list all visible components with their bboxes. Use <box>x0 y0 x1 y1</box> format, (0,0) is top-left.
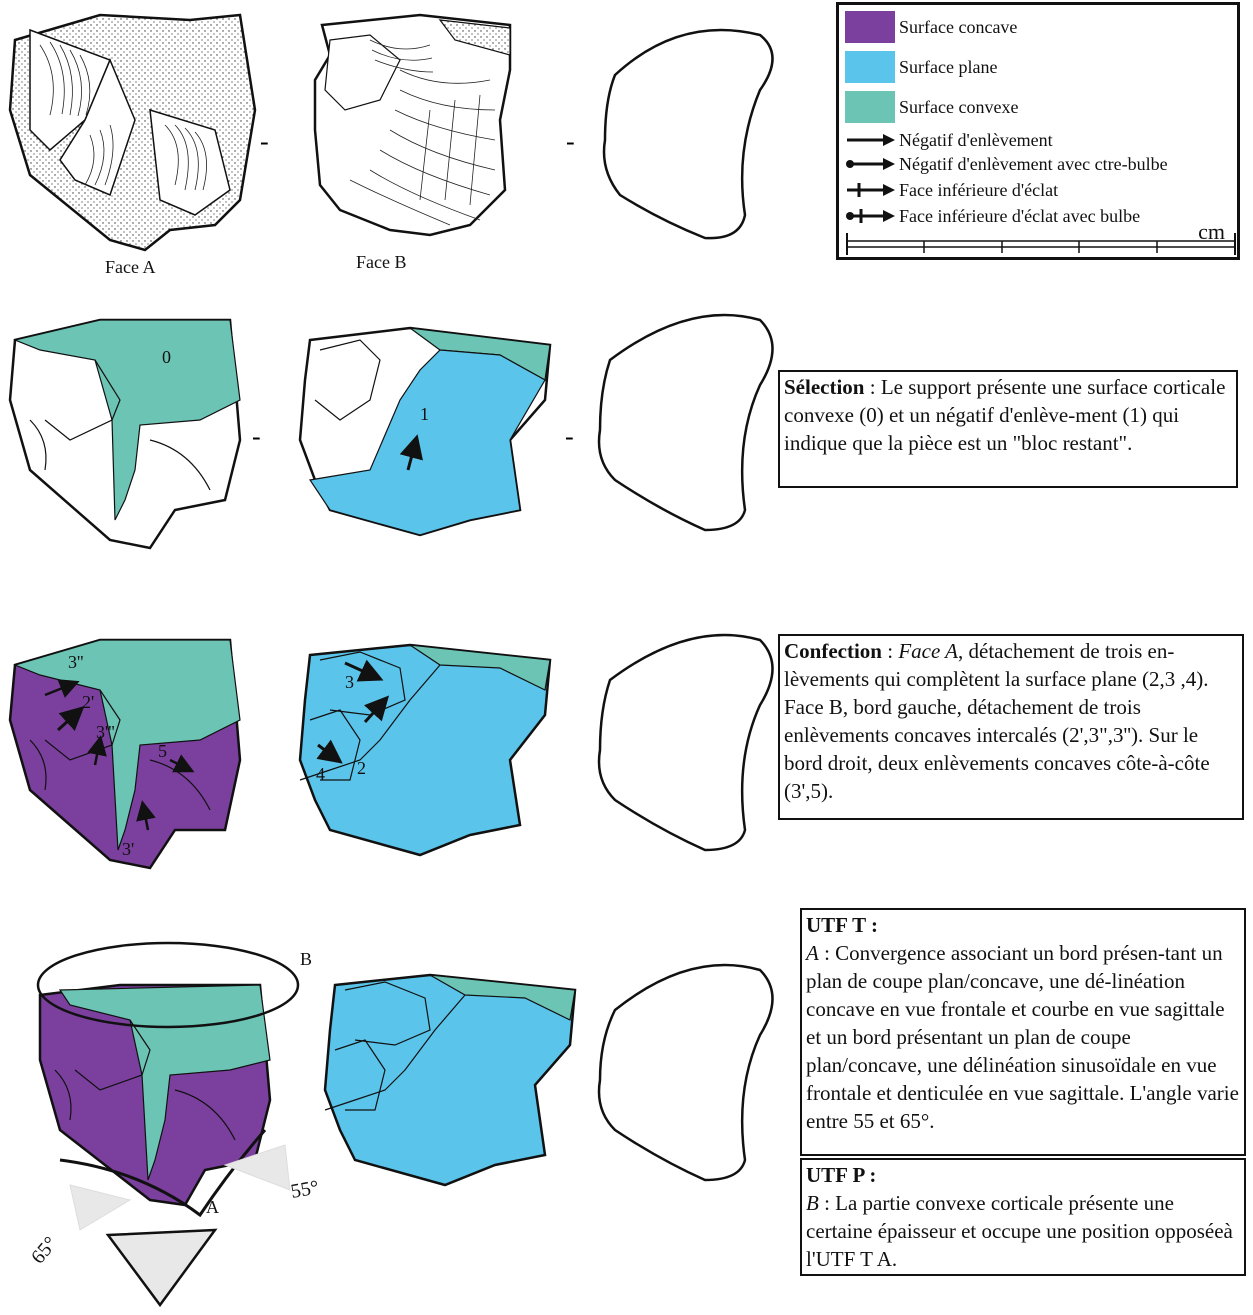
utf-t-title: UTF T : <box>806 913 878 937</box>
label-a: A <box>206 1197 219 1217</box>
legend-arrow-row: Face inférieure d'éclat avec bulbe <box>845 205 1140 227</box>
selection-box: Sélection : Le support présente une surf… <box>778 370 1238 488</box>
row3-face-b <box>298 643 552 857</box>
row1-face-a <box>8 13 257 252</box>
legend-arrow-row: Face inférieure d'éclat <box>845 179 1058 201</box>
utf-p-title: UTF P : <box>806 1163 877 1187</box>
label-1: 1 <box>420 404 429 424</box>
confection-sep: : <box>882 639 899 663</box>
utf-t-italic: A <box>806 941 819 965</box>
arrow-cross-icon <box>847 183 895 197</box>
row4-section-profile <box>597 963 774 1182</box>
selection-title: Sélection <box>784 375 865 399</box>
utf-p-text: : La partie convexe corticale présente u… <box>806 1191 1233 1271</box>
arrow-dot-cross-icon <box>846 209 895 223</box>
legend-arrow-label: Face inférieure d'éclat avec bulbe <box>899 205 1141 226</box>
separator: - <box>260 127 269 156</box>
label-5: 5 <box>158 741 167 761</box>
row1-face-b <box>313 13 512 237</box>
confection-text: , détachement de trois en-lèvements qui … <box>784 639 1210 803</box>
angle-55-label: 55° <box>289 1176 320 1203</box>
separator: - <box>565 422 574 451</box>
legend-arrow-label: Négatif d'enlèvement avec ctre-bulbe <box>899 153 1168 174</box>
legend-arrow-row: Négatif d'enlèvement avec ctre-bulbe <box>845 153 1168 175</box>
arrow-dot-icon <box>846 158 895 170</box>
label-2p: 2' <box>82 692 94 712</box>
row2-face-b <box>298 326 552 537</box>
separator: - <box>252 422 261 451</box>
selection-text: : Le support présente une surface cortic… <box>784 375 1226 455</box>
label-4: 4 <box>316 764 325 784</box>
legend-arrow-label: Négatif d'enlèvement <box>899 129 1053 150</box>
scale-unit: cm <box>1198 219 1225 244</box>
confection-italic: Face A <box>898 639 959 663</box>
row3-face-a <box>8 638 242 870</box>
row2-face-a <box>8 318 242 550</box>
utf-t-box: UTF T : A : Convergence associant un bor… <box>800 908 1246 1156</box>
label-b: B <box>300 949 312 969</box>
utf-p-italic: B <box>806 1191 819 1215</box>
separator: - <box>566 127 575 156</box>
row2-section-profile <box>597 313 774 532</box>
legend-item-plane: Surface plane <box>845 51 997 83</box>
convex-swatch <box>845 91 895 123</box>
legend-arrow-row: Négatif d'enlèvement <box>845 129 1053 151</box>
angle-65-label: 65° <box>27 1233 62 1269</box>
label-3: 3 <box>345 672 354 692</box>
label-3ppp: 3''' <box>96 722 115 742</box>
label-3pp: 3'' <box>68 652 84 672</box>
legend-label: Surface plane <box>899 56 998 77</box>
row1-section-profile <box>602 28 774 240</box>
plane-swatch <box>845 51 895 83</box>
face-b-label: Face B <box>356 252 406 272</box>
confection-title: Confection <box>784 639 882 663</box>
legend-item-convex: Surface convexe <box>845 91 1018 123</box>
arrow-icon <box>847 134 895 146</box>
scale-bar <box>846 233 1236 255</box>
confection-box: Confection : Face A, détachement de troi… <box>778 634 1244 820</box>
row4-face-b <box>323 973 577 1187</box>
label-0: 0 <box>162 347 171 367</box>
legend-arrow-label: Face inférieure d'éclat <box>899 179 1059 200</box>
row4-face-a <box>36 941 300 1308</box>
legend-label: Surface concave <box>899 16 1018 37</box>
legend-label: Surface convexe <box>899 96 1019 117</box>
label-3p: 3' <box>122 839 134 859</box>
utf-t-text: : Convergence associant un bord présen-t… <box>806 941 1239 1133</box>
legend-item-concave: Surface concave <box>845 11 1017 43</box>
label-2: 2 <box>357 758 366 778</box>
utf-p-box: UTF P : B : La partie convexe corticale … <box>800 1158 1246 1276</box>
legend: Surface concave Surface plane Surface co… <box>836 2 1240 260</box>
row3-section-profile <box>597 633 774 852</box>
face-a-label: Face A <box>105 257 155 277</box>
concave-swatch <box>845 11 895 43</box>
